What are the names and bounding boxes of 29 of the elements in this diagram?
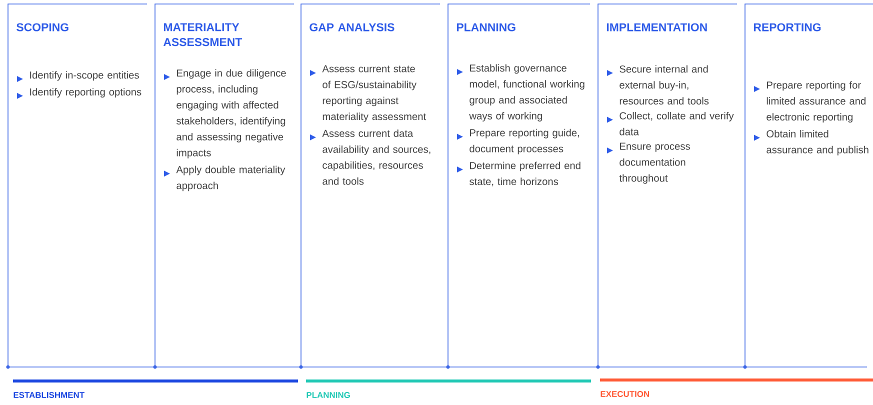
bullet-item: Establish governance model, functional working group and associated ways of working	[457, 64, 584, 122]
bullet-item: Engage in due diligence process, including engaging with affected stakeholders, identifying and assessing negative impacts	[164, 69, 286, 158]
bullet-item: Obtain limited assurance and publish	[754, 130, 868, 156]
phase-column	[448, 4, 590, 368]
phase-label: ESTABLISHMENT	[14, 392, 84, 398]
phase-column	[744, 4, 873, 368]
phase-label: PLANNING	[306, 392, 350, 398]
phase-column	[154, 4, 294, 368]
bullet-item: Determine preferred end state, time horizons	[457, 162, 580, 186]
column-heading: REPORTING	[754, 23, 821, 32]
column-heading: GAP ANALYSIS	[310, 23, 394, 32]
phase-label: EXECUTION	[600, 391, 650, 397]
bullet-item: Secure internal and external buy-in, resources and tools	[607, 65, 709, 105]
bullet-item: Apply double materiality approach	[164, 166, 286, 192]
column-heading: MATERIALITY ASSESSMENT	[163, 23, 242, 46]
column-heading: IMPLEMENTATION	[606, 23, 707, 32]
bullet-item: Prepare reporting guide, document processes	[457, 128, 579, 154]
phase-column	[598, 4, 738, 368]
bullet-item: Prepare reporting for limited assurance and electronic reporting	[754, 81, 866, 123]
column-heading: SCOPING	[16, 23, 68, 32]
bullet-item: Collect, collate and verify data	[607, 112, 734, 136]
phase-column	[8, 4, 148, 368]
bullet-item: Identify in-scope entities	[17, 71, 139, 82]
column-heading: PLANNING	[456, 23, 516, 32]
bullet-item: Identify reporting options	[17, 88, 142, 99]
bullet-item: Assess current data availability and sources, capabilities, resources and tools	[310, 130, 430, 185]
bullet-item: Assess current state of ESG/sustainability reporting against materiality assessment	[310, 65, 426, 122]
bullet-item: Ensure process documentation throughout	[607, 142, 690, 184]
phase-column	[300, 4, 440, 368]
